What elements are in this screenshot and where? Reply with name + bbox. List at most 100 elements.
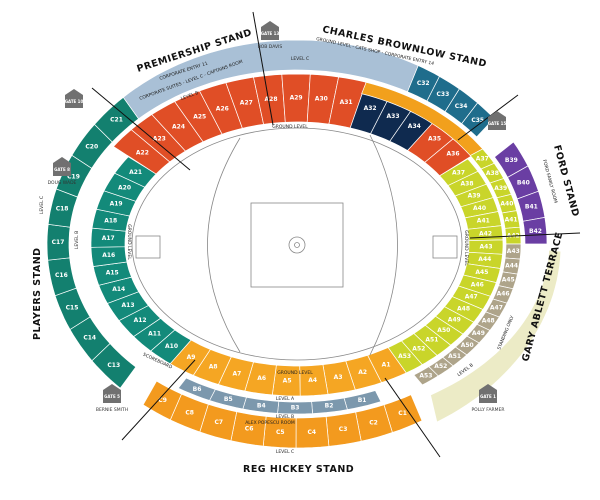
seating-section-a9[interactable]: [169, 339, 211, 376]
section-label: A34: [408, 123, 421, 130]
section-label: C2: [369, 420, 378, 427]
gate-label: GATE 15: [488, 121, 507, 126]
section-label: C17: [52, 239, 65, 246]
section-label: B40: [517, 180, 530, 187]
section-label: B2: [325, 403, 334, 410]
section-label: A26: [216, 105, 229, 112]
section-label: A49: [448, 316, 461, 323]
section-label: A46: [497, 291, 510, 298]
section-label: C33: [437, 91, 450, 98]
section-label: A12: [134, 317, 147, 324]
section-label: A9: [187, 354, 196, 361]
section-label: A20: [118, 185, 131, 192]
section-label: B4: [257, 402, 266, 409]
section-label: A44: [505, 262, 518, 269]
section-label: A36: [447, 151, 460, 158]
gate-name: BOB DAVIS: [258, 44, 283, 50]
section-label: C14: [83, 335, 96, 342]
right-goal-square: [432, 235, 458, 259]
ground-level-label-top: GROUND LEVEL: [272, 124, 308, 130]
gate-label: GATE 5: [104, 394, 120, 399]
section-label: A14: [112, 286, 125, 293]
section-label: C32: [417, 80, 430, 87]
left-goal-square: [135, 235, 161, 259]
level-c-label-bottom: LEVEL C: [276, 449, 294, 455]
gate-name: POLLY FARMER: [471, 407, 504, 413]
seating-section-b6[interactable]: [177, 377, 216, 401]
section-label: A51: [448, 353, 461, 360]
right-fifty-arc: [369, 134, 398, 356]
divider-line: [469, 232, 581, 239]
section-label: A44: [478, 256, 491, 263]
divider-line: [121, 359, 196, 441]
section-label: A50: [437, 327, 450, 334]
section-label: C5: [276, 429, 285, 436]
section-label: A19: [110, 201, 123, 208]
gate-name: DOUG WADE: [48, 180, 77, 186]
seating-area-cream[interactable]: [430, 249, 562, 423]
section-label: A17: [102, 235, 115, 242]
section-label: A7: [232, 370, 241, 377]
section-label: A22: [136, 149, 149, 156]
section-label: A48: [457, 305, 470, 312]
section-label: A3: [334, 374, 343, 381]
section-label: A30: [315, 96, 328, 103]
ford-family-room-label: FORD FAMILY ROOM: [541, 159, 558, 204]
alex-popescu-room-label: ALEX POPESCU ROOM: [245, 420, 295, 426]
gate-label: GATE 13: [261, 31, 280, 36]
gate-label: GATE 10: [65, 99, 84, 104]
section-label: C7: [215, 419, 224, 426]
section-label: A41: [477, 218, 490, 225]
section-label: A18: [104, 218, 117, 225]
section-label: A32: [364, 105, 377, 112]
section-label: A37: [452, 169, 465, 176]
seating-section-a53[interactable]: [413, 366, 439, 386]
section-label: B5: [224, 396, 233, 403]
section-label: A27: [240, 99, 253, 106]
gate-15-marker: GATE 15: [488, 111, 507, 130]
divider-line: [252, 11, 274, 126]
section-label: A46: [471, 282, 484, 289]
gate-icon: [488, 111, 506, 130]
centre-square: [250, 202, 344, 288]
seating-section-c9[interactable]: [142, 380, 182, 421]
section-label: B41: [525, 204, 538, 211]
gate-icon: [53, 157, 71, 176]
gate-10-marker: GATE 10: [65, 89, 84, 108]
section-label: A11: [148, 331, 161, 338]
field-boundary: [131, 127, 463, 361]
gate-icon: [479, 384, 497, 403]
gary-ablett-terrace-title: GARY ABLETT TERRACE: [520, 231, 565, 363]
level-b-label-left: LEVEL B: [74, 231, 80, 249]
gate-icon: [261, 21, 279, 40]
divider-line: [91, 87, 191, 171]
level-c-label-left: LEVEL C: [39, 196, 45, 214]
gate-icon: [103, 384, 121, 403]
section-label: A39: [468, 193, 481, 200]
section-label: B39: [505, 157, 518, 164]
section-label: A47: [465, 294, 478, 301]
section-label: A52: [434, 363, 447, 370]
section-label: A49: [472, 330, 485, 337]
section-label: C15: [66, 304, 79, 311]
section-label: A15: [106, 269, 119, 276]
section-label: C19: [67, 174, 80, 181]
section-label: A6: [257, 375, 266, 382]
section-group-cream: [430, 249, 562, 423]
section-label: A42: [479, 230, 492, 237]
seating-section-b42[interactable]: [522, 216, 548, 245]
seating-section-c35[interactable]: [461, 102, 495, 138]
section-label: A2: [358, 369, 367, 376]
section-label: A50: [461, 342, 474, 349]
section-label: A43: [507, 248, 520, 255]
section-label: A45: [502, 277, 515, 284]
